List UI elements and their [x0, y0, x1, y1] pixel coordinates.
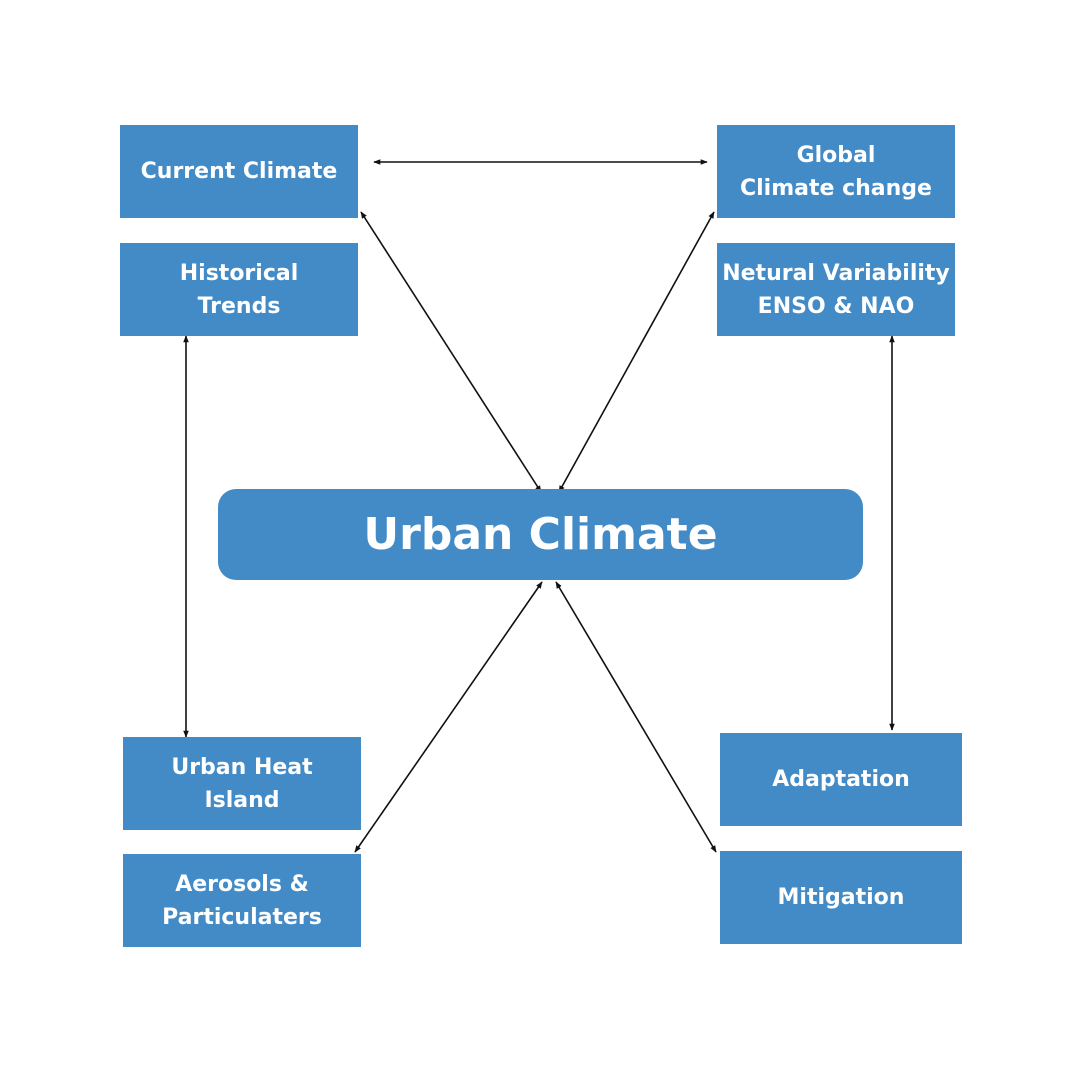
node-adaptation: Adaptation	[720, 733, 962, 826]
arrow-urban-climate-to-aerosols	[354, 581, 543, 853]
node-urban-climate: Urban Climate	[218, 489, 863, 580]
node-urban-heat-island-label: Urban Heat Island	[171, 754, 313, 813]
node-adaptation-label: Adaptation	[772, 767, 910, 792]
node-aerosols-particulaters: Aerosols & Particulaters	[123, 854, 361, 947]
node-natural-variability: Netural Variability ENSO & NAO	[717, 243, 955, 336]
node-historical-trends: Historical Trends	[120, 243, 358, 336]
node-global-climate-change: Global Climate change	[717, 125, 955, 218]
node-urban-climate-label: Urban Climate	[363, 508, 718, 560]
arrow-global-to-urban-climate	[558, 211, 715, 493]
node-mitigation-label: Mitigation	[777, 885, 905, 910]
node-aerosols-particulaters-label: Aerosols & Particulaters	[162, 871, 322, 930]
node-natural-variability-label: Netural Variability ENSO & NAO	[722, 260, 950, 319]
node-mitigation: Mitigation	[720, 851, 962, 944]
node-urban-heat-island: Urban Heat Island	[123, 737, 361, 830]
node-historical-trends-label: Historical Trends	[179, 260, 299, 319]
node-current-climate-label: Current Climate	[140, 159, 338, 184]
node-current-climate: Current Climate	[120, 125, 358, 218]
arrow-urban-climate-to-mitigation	[555, 581, 717, 853]
arrow-current-to-urban-climate	[360, 211, 542, 493]
node-global-climate-change-label: Global Climate change	[740, 142, 932, 201]
